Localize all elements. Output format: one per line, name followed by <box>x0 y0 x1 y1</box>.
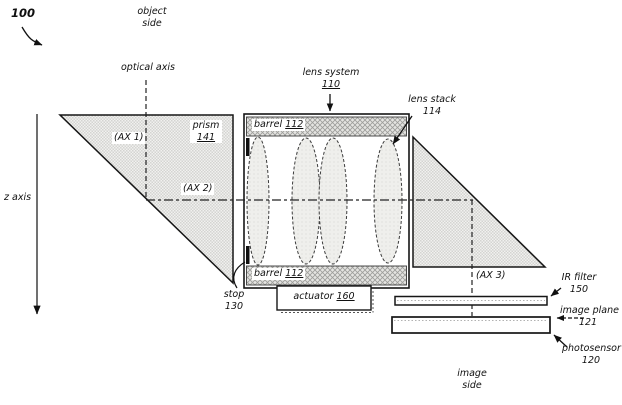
ir-filter-arrow <box>550 287 562 297</box>
right-prism-shape <box>412 135 547 268</box>
stop-label: stop 130 <box>223 289 245 312</box>
fig-ref-arrow <box>21 26 43 46</box>
ax3-label: (AX 3) <box>476 270 506 281</box>
stop-tick-top <box>246 138 250 156</box>
photosensor-arrow <box>553 334 568 348</box>
fig-ref-label: 100 <box>11 6 36 20</box>
lens-element-3 <box>318 137 348 265</box>
barrel-bottom-label: barrel 112 <box>252 268 306 280</box>
z-axis-label: z axis <box>4 192 32 203</box>
ax2-label: (AX 2) <box>181 183 215 195</box>
lens-element-1 <box>246 136 270 266</box>
actuator-box <box>276 285 372 311</box>
lens-element-2 <box>291 137 321 265</box>
lens-system-label: lens system 110 <box>302 67 360 90</box>
barrel-top-label: barrel 112 <box>252 119 306 131</box>
photosensor-label: photosensor 120 <box>562 343 621 366</box>
lens-element-4 <box>373 138 403 264</box>
image-plane-label: image plane 121 <box>560 305 619 328</box>
ax1-label: (AX 1) <box>112 132 146 144</box>
stop-tick-bottom <box>246 246 250 264</box>
actuator-label: actuator 160 <box>293 291 355 302</box>
object-side-label: object side <box>137 6 167 29</box>
lens-stack-arrow <box>392 115 413 145</box>
image-side-label: image side <box>457 368 487 391</box>
lens-stack-label: lens stack 114 <box>408 94 456 117</box>
stop-leader <box>233 261 246 289</box>
photosensor-bar <box>391 316 551 334</box>
optical-axis-label: optical axis <box>121 62 175 73</box>
ir-filter-label: IR filter 150 <box>561 272 597 295</box>
prism-label: prism 141 <box>190 120 222 144</box>
